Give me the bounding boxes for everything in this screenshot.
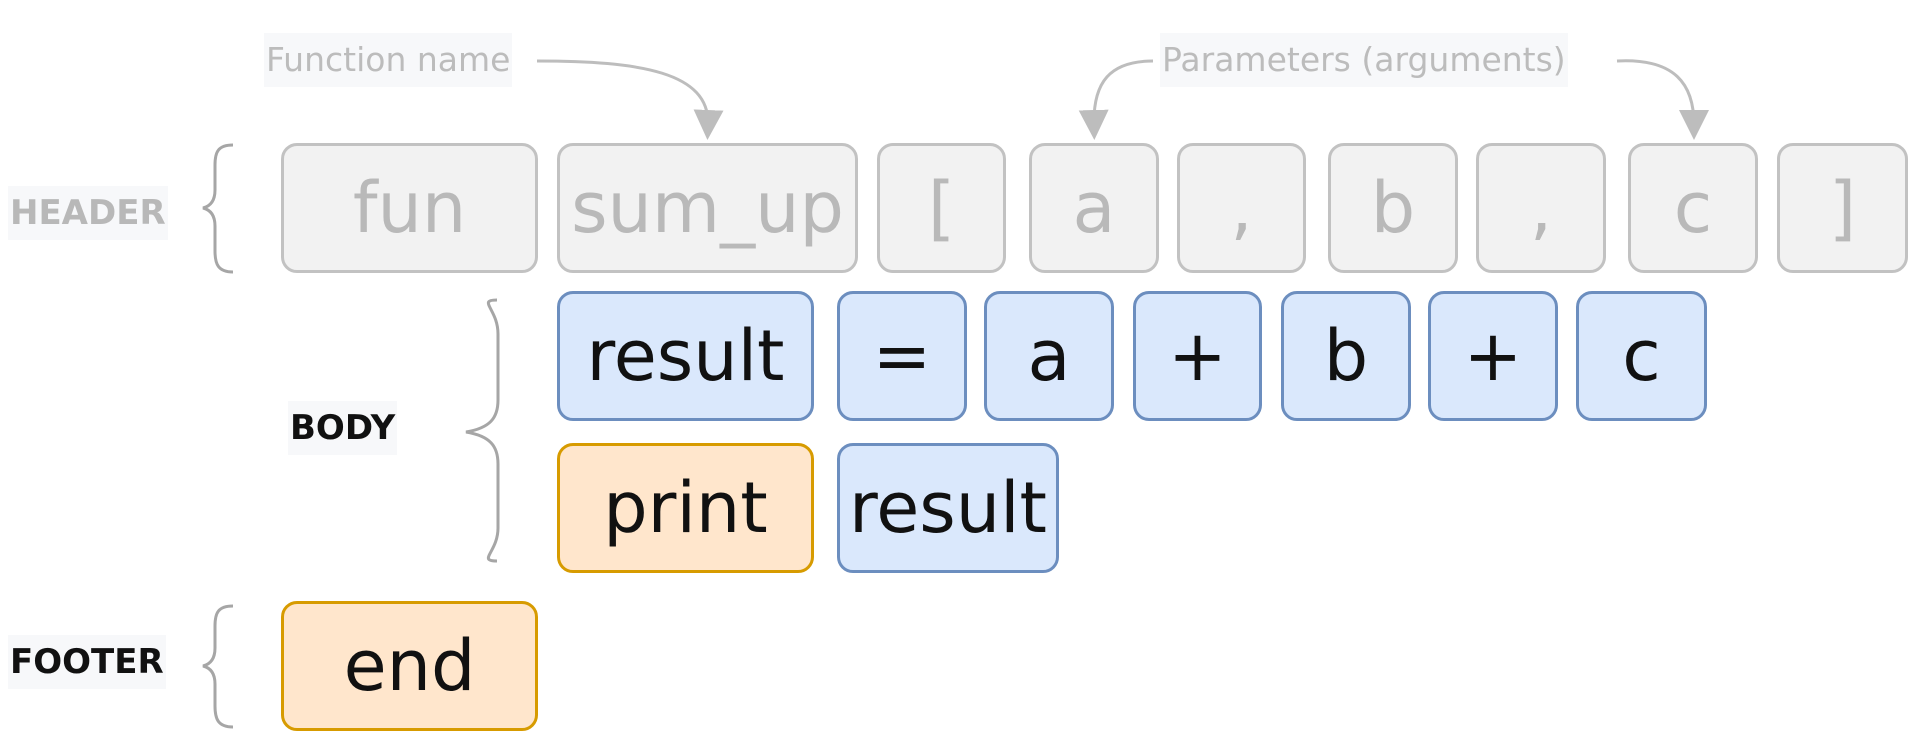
body-token-a: a <box>984 291 1114 421</box>
body-token-result: result <box>837 443 1059 573</box>
body-token-result: result <box>557 291 814 421</box>
body-token-equals: = <box>837 291 967 421</box>
header-token-open-bracket: [ <box>877 143 1006 273</box>
parameters-annotation: Parameters (arguments) <box>1160 33 1568 87</box>
header-token-param-b: b <box>1328 143 1458 273</box>
header-token-function-name: sum_up <box>557 143 858 273</box>
footer-brace <box>202 604 234 729</box>
header-token-param-c: c <box>1628 143 1758 273</box>
header-token-close-bracket: ] <box>1777 143 1908 273</box>
header-token-keyword: fun <box>281 143 538 273</box>
body-token-plus: + <box>1428 291 1558 421</box>
body-token-c: c <box>1576 291 1707 421</box>
footer-section-label: FOOTER <box>8 635 166 689</box>
body-token-print: print <box>557 443 814 573</box>
header-brace <box>202 143 234 274</box>
body-token-b: b <box>1281 291 1411 421</box>
body-section-label: BODY <box>288 401 398 455</box>
header-section-label: HEADER <box>8 186 168 240</box>
arrow-param-a <box>1078 59 1154 140</box>
body-token-plus: + <box>1133 291 1262 421</box>
footer-token-end: end <box>281 601 538 731</box>
header-token-param-a: a <box>1029 143 1159 273</box>
body-brace <box>465 298 500 563</box>
header-token-comma: , <box>1177 143 1306 273</box>
arrow-param-c <box>1616 59 1709 140</box>
arrow-function-name <box>536 59 724 140</box>
function-name-annotation: Function name <box>264 33 513 87</box>
header-token-comma: , <box>1476 143 1606 273</box>
